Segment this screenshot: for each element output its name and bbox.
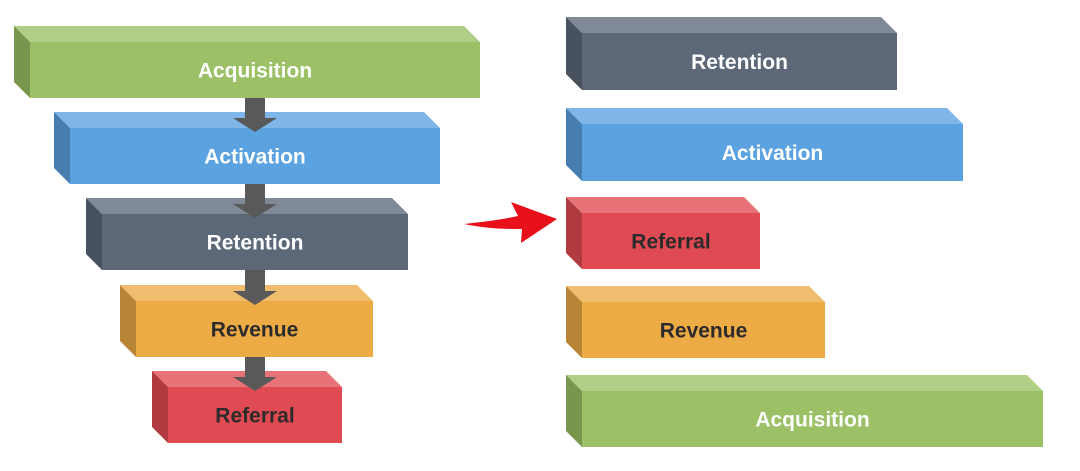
left-block-side-face [86, 198, 102, 270]
right-block-acquisition: Acquisition [566, 375, 1043, 447]
right-block-top-face [566, 286, 825, 302]
left-block-front-face [168, 387, 342, 443]
left-block-front-face [136, 301, 373, 357]
left-block-side-face [120, 285, 136, 357]
right-block-label: Referral [631, 231, 710, 254]
left-block-label: Revenue [211, 319, 299, 342]
left-block-label: Retention [207, 232, 304, 255]
left-block-side-face [152, 371, 168, 443]
right-block-label: Activation [722, 142, 824, 165]
down-arrow-icon [233, 184, 277, 218]
right-funnel: RetentionActivationReferralRevenueAcquis… [566, 17, 1043, 447]
right-block-front-face [582, 391, 1043, 447]
right-block-front-face [582, 302, 825, 358]
right-block-label: Retention [691, 51, 788, 74]
right-block-retention: Retention [566, 17, 897, 90]
right-block-revenue: Revenue [566, 286, 825, 358]
right-block-side-face [566, 17, 582, 90]
right-block-top-face [566, 197, 760, 213]
left-block-label: Acquisition [198, 60, 312, 83]
down-arrow-icon [233, 98, 277, 132]
right-block-label: Revenue [660, 320, 748, 343]
right-block-side-face [566, 108, 582, 181]
left-block-top-face [14, 26, 480, 42]
left-block-front-face [102, 214, 408, 270]
right-block-referral: Referral [566, 197, 760, 269]
left-block-label: Activation [204, 146, 306, 169]
right-block-side-face [566, 375, 582, 447]
right-block-top-face [566, 375, 1043, 391]
right-block-side-face [566, 197, 582, 269]
left-block-front-face [70, 128, 440, 184]
left-block-activation: Activation [54, 112, 440, 184]
left-funnel: AcquisitionActivationRetentionRevenueRef… [14, 26, 480, 443]
right-block-top-face [566, 17, 897, 33]
left-block-revenue: Revenue [120, 285, 373, 357]
red-arrow-icon [464, 202, 557, 243]
transition-arrow [464, 202, 557, 243]
left-block-acquisition: Acquisition [14, 26, 480, 98]
down-arrow-icon [233, 270, 277, 305]
right-block-front-face [582, 124, 963, 181]
left-block-side-face [54, 112, 70, 184]
right-block-label: Acquisition [755, 409, 869, 432]
down-arrow-icon [233, 357, 277, 391]
right-block-activation: Activation [566, 108, 963, 181]
left-block-label: Referral [215, 405, 294, 428]
right-block-top-face [566, 108, 963, 124]
right-block-front-face [582, 33, 897, 90]
left-block-front-face [30, 42, 480, 98]
left-block-side-face [14, 26, 30, 98]
right-block-side-face [566, 286, 582, 358]
right-block-front-face [582, 213, 760, 269]
